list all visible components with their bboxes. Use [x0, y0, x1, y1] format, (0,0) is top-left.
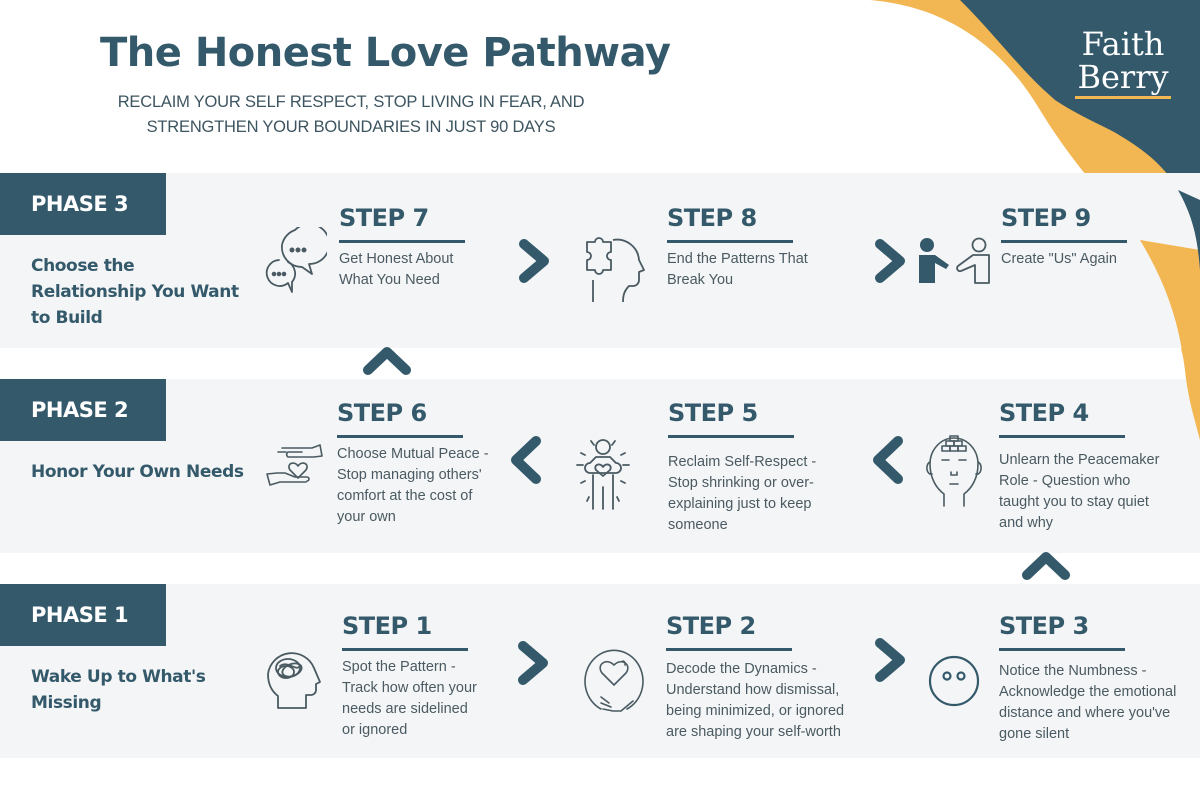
step-divider [1001, 240, 1127, 243]
step-description: Choose Mutual Peace - Stop managing othe… [337, 446, 489, 525]
tangled-head-icon [266, 646, 324, 714]
step-5: STEP 5 Reclaim Self-Respect - Stop shrin… [668, 398, 868, 536]
head-bricks-icon [926, 426, 986, 510]
logo-line-1: Faith [1081, 25, 1165, 63]
page-subtitle: RECLAIM YOUR SELF RESPECT, STOP LIVING I… [117, 93, 585, 136]
step-description: Reclaim Self-Respect - Stop shrinking or… [668, 454, 817, 533]
step-label: STEP 1 [342, 612, 432, 640]
step-9: STEP 9 Create "Us" Again [1001, 203, 1200, 270]
step-label: STEP 5 [668, 399, 758, 427]
step-description: Notice the Numbness - Acknowledge the em… [999, 663, 1177, 742]
step-label: STEP 4 [999, 399, 1089, 427]
step-divider [339, 240, 465, 243]
step-divider [999, 435, 1125, 438]
step-divider [342, 648, 468, 651]
step-divider [668, 435, 794, 438]
phase-3-description: Choose the Relationship You Want to Buil… [31, 256, 239, 328]
chevron-right-icon [517, 640, 551, 686]
step-3: STEP 3 Notice the Numbness - Acknowledge… [999, 611, 1199, 745]
heart-hand-circle-icon [583, 647, 645, 715]
step-6: STEP 6 Choose Mutual Peace - Stop managi… [337, 398, 537, 528]
chevron-up-icon [362, 342, 412, 376]
step-7: STEP 7 Get Honest About What You Need [339, 203, 539, 291]
phase-3-tag: PHASE 3 [0, 173, 166, 235]
step-description: Spot the Pattern - Track how often your … [342, 659, 477, 738]
chevron-left-icon [508, 435, 542, 485]
step-4: STEP 4 Unlearn the Peacemaker Role - Que… [999, 398, 1199, 534]
step-description: End the Patterns That Break You [667, 251, 808, 288]
phase-1-tag: PHASE 1 [0, 584, 166, 646]
step-8: STEP 8 End the Patterns That Break You [667, 203, 867, 291]
chevron-right-icon [874, 637, 908, 683]
chevron-up-icon [1021, 547, 1071, 581]
phase-3-band [0, 173, 1200, 348]
step-1: STEP 1 Spot the Pattern - Track how ofte… [342, 611, 542, 741]
step-divider [999, 648, 1125, 651]
step-divider [667, 240, 793, 243]
step-label: STEP 7 [339, 204, 429, 232]
step-label: STEP 8 [667, 204, 757, 232]
phase-2-band [0, 379, 1200, 553]
step-label: STEP 2 [666, 612, 756, 640]
step-description: Unlearn the Peacemaker Role - Question w… [999, 452, 1160, 531]
page-title: The Honest Love Pathway [100, 30, 671, 76]
logo-underline [1075, 96, 1171, 99]
step-label: STEP 6 [337, 399, 427, 427]
chevron-left-icon [870, 435, 904, 485]
logo-line-2: Berry [1077, 58, 1169, 96]
step-description: Create "Us" Again [1001, 251, 1117, 267]
step-divider [337, 435, 463, 438]
chevron-right-icon [874, 238, 908, 284]
brand-logo: Faith Berry [1068, 28, 1178, 99]
step-label: STEP 9 [1001, 204, 1091, 232]
step-divider [666, 648, 792, 651]
step-description: Decode the Dynamics - Understand how dis… [666, 661, 845, 740]
phase-2-description: Honor Your Own Needs [31, 462, 244, 482]
phase-2-tag: PHASE 2 [0, 379, 166, 441]
handshake-people-icon [917, 237, 991, 285]
phase-1-description: Wake Up to What's Missing [31, 667, 206, 713]
step-description: Get Honest About What You Need [339, 251, 454, 288]
step-2: STEP 2 Decode the Dynamics - Understand … [666, 611, 866, 743]
person-heart-icon [573, 435, 633, 515]
hands-heart-icon [262, 442, 324, 492]
blank-face-icon [927, 654, 981, 708]
chat-bubbles-icon [265, 227, 327, 297]
chevron-right-icon [518, 238, 552, 284]
step-label: STEP 3 [999, 612, 1089, 640]
puzzle-head-icon [583, 230, 647, 304]
